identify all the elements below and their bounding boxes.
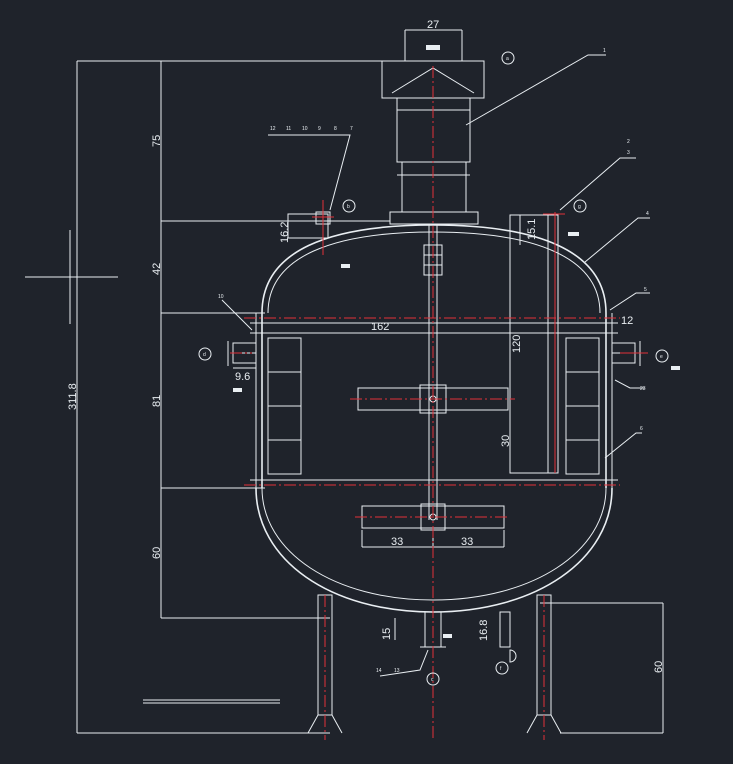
dim-small-flange: 16.2 [279, 222, 291, 243]
part-13: 13 [394, 668, 400, 674]
stack-8: 8 [334, 126, 337, 132]
dim-impeller-right: 33 [461, 536, 473, 548]
dim-lower-head: 60 [151, 547, 163, 559]
part-numbers: 1 2 3 4 5 6 10 23 14 13 12 11 10 9 8 7 [218, 48, 649, 674]
part-10: 10 [218, 294, 224, 300]
crosshair-cursor [25, 230, 118, 324]
tag-mark [568, 232, 579, 236]
callout-a: a [506, 56, 509, 62]
part-14: 14 [376, 668, 382, 674]
overall-dimension-lines [76, 60, 664, 734]
part-6: 6 [640, 426, 643, 432]
dim-top-width: 27 [427, 19, 439, 31]
vertical-dimensions: 75 42 81 60 311.8 60 120 30 16.2 15.1 15… [67, 135, 665, 673]
vessel-body [250, 224, 618, 613]
dim-bottom-f: 16.8 [478, 620, 490, 641]
support-legs [307, 594, 562, 734]
stack-9: 9 [318, 126, 321, 132]
left-side-nozzle [227, 341, 257, 392]
dip-tube [509, 212, 565, 474]
part-23: 23 [640, 386, 646, 392]
dim-nozzle-height: 75 [151, 135, 163, 147]
leader-lines [143, 54, 650, 704]
left-baffle-coils [267, 337, 302, 475]
nozzle-b [287, 200, 350, 268]
callout-circles [198, 51, 669, 686]
stack-7: 7 [350, 126, 353, 132]
part-4: 4 [646, 211, 649, 217]
stack-10: 10 [302, 126, 308, 132]
stack-12: 12 [270, 126, 276, 132]
right-baffle-coils [565, 337, 600, 475]
bottom-outlets [394, 611, 517, 663]
callout-b: b [347, 204, 350, 210]
callout-c: c [431, 677, 434, 683]
dim-upper-head: 42 [151, 263, 163, 275]
dim-overall-height: 311.8 [67, 383, 79, 410]
right-side-nozzle [611, 341, 680, 370]
horizontal-dimensions: 27 162 12 9.6 33 33 [235, 19, 633, 548]
centerlines [230, 66, 620, 740]
part-1: 1 [603, 48, 606, 54]
part-5: 5 [644, 287, 647, 293]
part-3: 3 [627, 150, 630, 156]
callout-e: e [660, 354, 663, 360]
dim-impeller-left: 33 [391, 536, 403, 548]
callout-d: d [203, 352, 206, 358]
callout-f: f [500, 666, 502, 672]
dim-jacket-side: 12 [621, 315, 633, 327]
stack-11: 11 [286, 126, 291, 132]
dim-inner-tube: 120 [511, 335, 523, 353]
part-2: 2 [627, 139, 630, 145]
dim-shell-width: 162 [371, 321, 389, 333]
callout-g: g [578, 204, 581, 210]
dim-bottom-outlet: 15 [381, 628, 393, 640]
dim-leg-height: 60 [653, 661, 665, 673]
dim-nozzle-g: 15.1 [526, 219, 538, 240]
dim-shell-height: 81 [151, 395, 163, 407]
dim-tube-offset: 30 [500, 435, 512, 447]
callout-labels: a b g d e c f [203, 56, 663, 683]
dim-left-nozzle: 9.6 [235, 371, 250, 383]
